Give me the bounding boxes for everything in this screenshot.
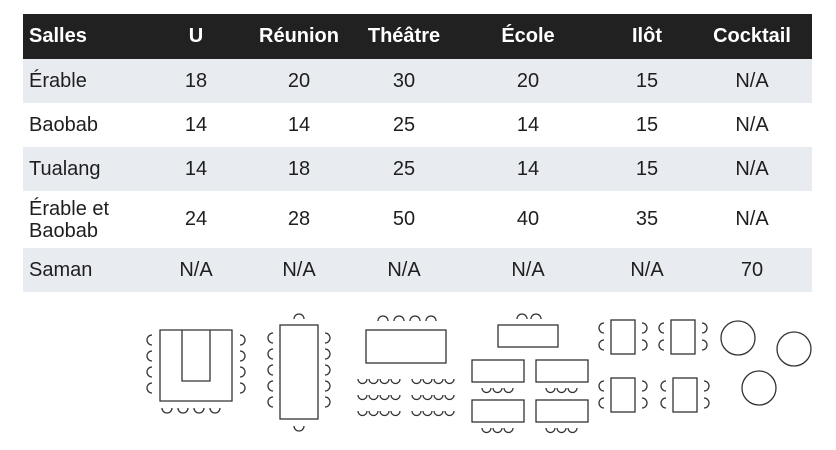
capacity-cell: 24	[184, 208, 208, 230]
capacity-cell: N/A	[148, 248, 244, 292]
capacity-cell: 14	[516, 113, 540, 136]
capacity-cell: 15	[602, 147, 692, 191]
header-ilot: Ilôt	[602, 14, 692, 59]
header-u: U	[148, 14, 244, 59]
capacity-table: Salles U Réunion Théâtre École Ilôt Cock…	[23, 14, 812, 292]
capacity-cell: 28	[287, 208, 311, 230]
table-row: Érable 18 20 30 20 15 N/A	[23, 59, 812, 103]
capacity-cell: 25	[392, 113, 416, 136]
room-name: Érable	[23, 59, 148, 103]
capacity-cell: N/A	[602, 248, 692, 292]
theatre-layout-icon	[357, 315, 455, 417]
room-name-line-2: Baobab	[29, 219, 98, 242]
header-theatre: Théâtre	[354, 14, 454, 59]
capacity-cell: 40	[516, 208, 540, 230]
capacity-cell: N/A	[354, 248, 454, 292]
capacity-cell: N/A	[692, 59, 812, 103]
capacity-cell: 20	[454, 59, 602, 103]
table-row: Saman N/A N/A N/A N/A N/A 70	[23, 248, 812, 292]
header-ecole: École	[454, 14, 602, 59]
capacity-cell: 14	[287, 113, 311, 136]
capacity-cell: N/A	[735, 208, 769, 230]
table-row: Tualang 14 18 25 14 15 N/A	[23, 147, 812, 191]
islands-layout-icon	[598, 319, 710, 413]
capacity-cell: N/A	[454, 248, 602, 292]
room-name: Baobab	[29, 114, 98, 136]
capacity-cell: 35	[635, 208, 659, 230]
capacity-cell: 25	[354, 147, 454, 191]
capacity-cell: 14	[454, 147, 602, 191]
capacity-cell: 30	[354, 59, 454, 103]
table-header-row: Salles U Réunion Théâtre École Ilôt Cock…	[23, 14, 812, 59]
capacity-cell: 70	[692, 248, 812, 292]
classroom-layout-icon	[471, 313, 589, 434]
layout-diagrams	[146, 313, 812, 434]
header-cocktail: Cocktail	[692, 14, 812, 59]
capacity-cell: 14	[148, 147, 244, 191]
capacity-cell: 15	[602, 59, 692, 103]
capacity-cell: 15	[635, 113, 659, 136]
room-name: Saman	[23, 248, 148, 292]
capacity-cell: 14	[184, 113, 208, 136]
header-reunion: Réunion	[244, 14, 354, 59]
room-name: Tualang	[23, 147, 148, 191]
table-row: Baobab 14 14 25 14 15 N/A	[23, 103, 812, 147]
capacity-cell: 18	[244, 147, 354, 191]
room-name-line-1: Érable et	[29, 197, 110, 220]
cocktail-layout-icon	[720, 320, 812, 406]
capacity-cell: N/A	[244, 248, 354, 292]
boardroom-layout-icon	[267, 313, 331, 432]
capacity-cell: N/A	[692, 147, 812, 191]
u-shape-layout-icon	[146, 329, 246, 414]
capacity-cell: 50	[392, 208, 416, 230]
capacity-cell: N/A	[735, 113, 769, 136]
header-salles: Salles	[23, 14, 148, 59]
capacity-cell: 20	[244, 59, 354, 103]
capacity-cell: 18	[148, 59, 244, 103]
